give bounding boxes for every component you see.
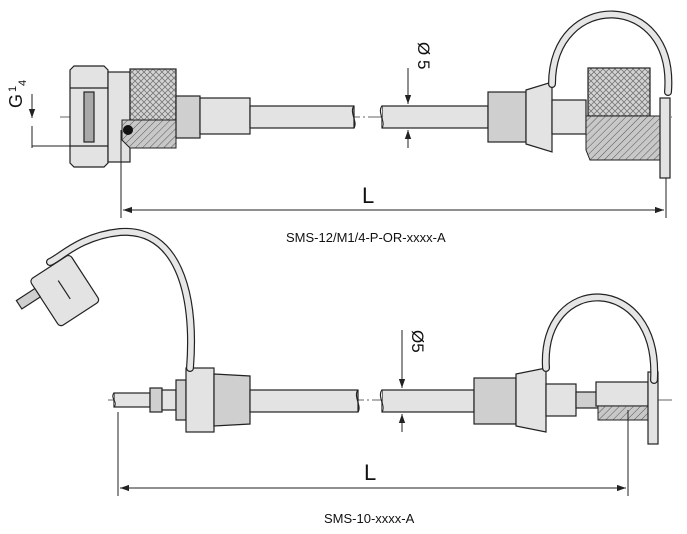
o-ring bbox=[123, 125, 133, 135]
top-length-dimension: L bbox=[120, 130, 667, 218]
bottom-length-label: L bbox=[364, 460, 376, 485]
bottom-diameter-label: Ø5 bbox=[408, 330, 427, 353]
bottom-hose-assembly: Ø5 L SMS-10-xxxx-A bbox=[15, 227, 672, 526]
knurled-sleeve bbox=[129, 68, 177, 122]
top-hose bbox=[249, 105, 489, 129]
bottom-diameter-dimension: Ø5 bbox=[398, 330, 427, 432]
top-hose-assembly: Ø 5 G 1 4 L SMS-12/M1/4-P-OR-xxxx-A bbox=[6, 10, 673, 245]
thread-size-letter: G bbox=[6, 94, 26, 108]
bottom-dust-cap bbox=[15, 254, 100, 327]
top-thread-dimension: G 1 4 bbox=[6, 80, 80, 148]
bottom-right-coupling bbox=[473, 293, 659, 445]
bottom-length-dimension: L bbox=[117, 410, 629, 496]
thread-size-denominator: 4 bbox=[17, 80, 29, 86]
bottom-model-code: SMS-10-xxxx-A bbox=[324, 511, 415, 526]
top-diameter-dimension: Ø 5 bbox=[404, 42, 433, 148]
bottom-hose bbox=[249, 389, 475, 413]
top-diameter-label: Ø 5 bbox=[414, 42, 433, 69]
thread-size-numerator: 1 bbox=[7, 86, 19, 92]
top-left-fitting bbox=[69, 65, 251, 168]
top-right-coupling bbox=[487, 10, 673, 179]
top-model-code: SMS-12/M1/4-P-OR-xxxx-A bbox=[286, 230, 446, 245]
top-length-label: L bbox=[362, 183, 374, 208]
bottom-left-nipple bbox=[15, 227, 251, 433]
